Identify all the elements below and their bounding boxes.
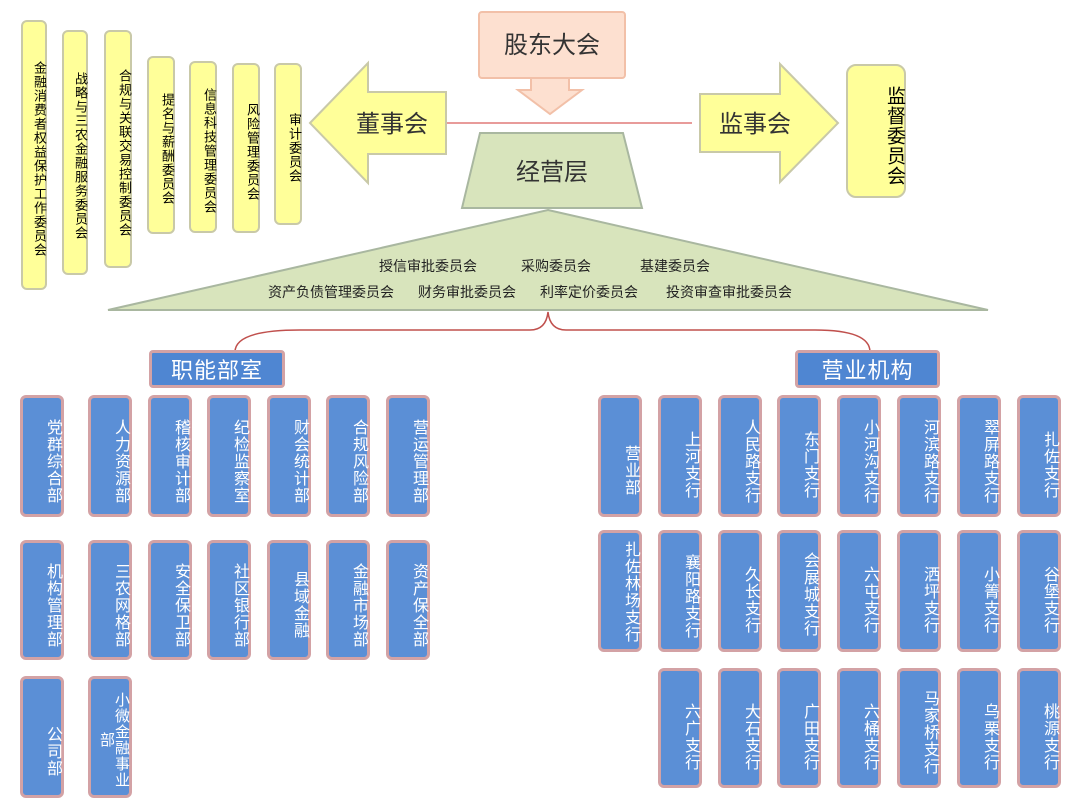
mgmt-committee: 采购委员会 bbox=[521, 259, 591, 275]
branch: 桃源支行 bbox=[1017, 668, 1061, 788]
shareholders-down-arrow bbox=[515, 77, 585, 116]
functional-dept: 金融市场部 bbox=[326, 540, 370, 660]
supervisory-label: 监事会 bbox=[719, 110, 791, 138]
functional-dept: 营运管理部 bbox=[386, 395, 430, 517]
branch: 小河沟支行 bbox=[837, 395, 881, 517]
functional-dept: 党群综合部 bbox=[20, 395, 64, 517]
functional-dept: 社区银行部 bbox=[207, 540, 251, 660]
branch: 久长支行 bbox=[718, 530, 762, 652]
board-committee: 金融消费者权益保护工作委员会 bbox=[21, 20, 47, 290]
functional-dept: 三农网格部 bbox=[88, 540, 132, 660]
functional-dept: 纪检监察室 bbox=[207, 395, 251, 517]
branch: 乌栗支行 bbox=[957, 668, 1001, 788]
board-committee: 战略与三农金融服务委员会 bbox=[62, 30, 88, 275]
mgmt-committee: 利率定价委员会 bbox=[540, 284, 638, 301]
branch: 河滨路支行 bbox=[897, 395, 941, 517]
board-committee: 提名与薪酬委员会 bbox=[147, 56, 175, 234]
branch: 扎佐支行 bbox=[1017, 395, 1061, 517]
functional-dept: 财会统计部 bbox=[267, 395, 311, 517]
business-units-header: 营业机构 bbox=[795, 350, 940, 388]
brace-connector bbox=[234, 311, 871, 353]
functional-dept: 合规风险部 bbox=[326, 395, 370, 517]
functional-dept: 资产保全部 bbox=[386, 540, 430, 660]
shareholders-label: 股东大会 bbox=[504, 31, 600, 59]
board-committee: 风险管理委员会 bbox=[232, 63, 260, 233]
supervisory-committee: 监督委员会 bbox=[846, 64, 906, 198]
functional-dept: 县域金融 bbox=[267, 540, 311, 660]
branch: 襄阳路支行 bbox=[658, 530, 702, 652]
mgmt-committee: 资产负债管理委员会 bbox=[268, 285, 394, 301]
branch: 洒坪支行 bbox=[897, 530, 941, 652]
functional-dept: 公司部 bbox=[20, 676, 64, 798]
branch: 营业部 bbox=[598, 395, 642, 517]
branch: 六屯支行 bbox=[837, 530, 881, 652]
management-trapezoid bbox=[460, 132, 644, 209]
branch: 会展城支行 bbox=[777, 530, 821, 652]
branch: 人民路支行 bbox=[718, 395, 762, 517]
board-label: 董事会 bbox=[356, 110, 428, 138]
branch: 六广支行 bbox=[658, 668, 702, 788]
board-committee: 信息科技管理委员会 bbox=[189, 61, 217, 233]
committees-triangle bbox=[107, 208, 989, 311]
board-committee: 合规与关联交易控制委员会 bbox=[104, 30, 132, 268]
branch: 扎佐林场支行 bbox=[598, 530, 642, 652]
functional-dept: 人力资源部 bbox=[88, 395, 132, 517]
branch: 小箐支行 bbox=[957, 530, 1001, 652]
board-arrow bbox=[308, 60, 447, 186]
mgmt-committee: 投资审查审批委员会 bbox=[666, 285, 792, 301]
mgmt-committees-row1: 授信审批委员会 采购委员会 基建委员会 bbox=[379, 258, 710, 275]
branch: 东门支行 bbox=[777, 395, 821, 517]
branch: 大石支行 bbox=[718, 668, 762, 788]
mgmt-committee: 财务审批委员会 bbox=[418, 285, 516, 301]
mgmt-committee: 授信审批委员会 bbox=[379, 259, 477, 275]
mgmt-committees-row2: 资产负债管理委员会 财务审批委员会 利率定价委员会 投资审查审批委员会 bbox=[268, 284, 792, 301]
branch: 翠屏路支行 bbox=[957, 395, 1001, 517]
functional-departments-header: 职能部室 bbox=[149, 350, 285, 388]
branch: 六桶支行 bbox=[837, 668, 881, 788]
management-label: 经营层 bbox=[516, 158, 588, 186]
functional-dept: 稽核审计部 bbox=[148, 395, 192, 517]
branch: 广田支行 bbox=[777, 668, 821, 788]
supervisory-arrow bbox=[699, 61, 840, 185]
mgmt-committee: 基建委员会 bbox=[640, 258, 710, 275]
board-committee: 审计委员会 bbox=[274, 63, 302, 225]
branch: 上河支行 bbox=[658, 395, 702, 517]
functional-dept: 安全保卫部 bbox=[148, 540, 192, 660]
branch: 谷堡支行 bbox=[1017, 530, 1061, 652]
functional-dept: 机构管理部 bbox=[20, 540, 64, 660]
branch: 马家桥支行 bbox=[897, 668, 941, 788]
functional-dept: 小微金融事业部 bbox=[88, 676, 132, 798]
